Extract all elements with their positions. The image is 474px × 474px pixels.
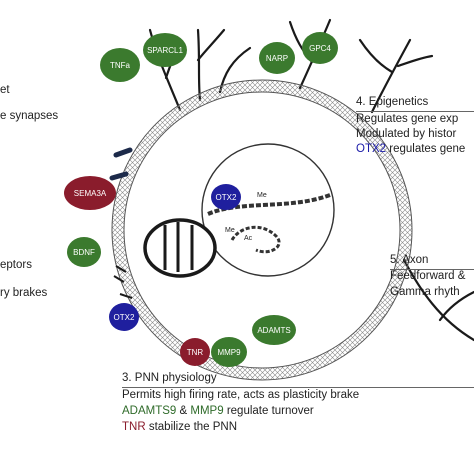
pnn-line-3: TNR stabilize the PNN (122, 421, 238, 433)
svg-text:OTX2: OTX2 (216, 193, 237, 202)
receptors (109, 147, 133, 181)
epigenetics-heading: 4. Epigenetics (356, 94, 474, 112)
svg-text:TNR: TNR (187, 348, 204, 357)
axon-heading: 5. Axon (390, 252, 474, 270)
epigenetics-line-1: Regulates gene exp (356, 113, 459, 125)
adamts-badge: ADAMTS (252, 315, 296, 345)
pnn-heading: 3. PNN physiology (122, 370, 474, 388)
narp-badge: NARP (259, 42, 295, 74)
mmp9-badge: MMP9 (211, 337, 247, 367)
otx2-gene-label: OTX2 (356, 143, 387, 155)
adamts9-label: ADAMTS9 (122, 405, 177, 417)
sema3a-badge: SEMA3A (64, 176, 116, 210)
tnr-badge: TNR (180, 338, 210, 366)
svg-text:ADAMTS: ADAMTS (257, 326, 290, 335)
methyl-mark-top: Me (257, 192, 267, 199)
svg-text:SEMA3A: SEMA3A (74, 189, 107, 198)
tnfa-badge: TNFa (100, 48, 140, 82)
gpc4-badge: GPC4 (302, 32, 338, 64)
left-text-2: e synapses (0, 110, 59, 122)
left-text-3: eptors (0, 259, 32, 271)
synaptic-terminals (113, 265, 133, 299)
left-text-1: et (0, 84, 10, 96)
pnn-line-2: ADAMTS9 & MMP9 regulate turnover (122, 405, 314, 417)
axon-line-1: Feedforward & (390, 270, 466, 282)
svg-text:BDNF: BDNF (73, 248, 95, 257)
acetyl-mark: Ac (244, 235, 253, 242)
otx2-nucleus-badge: OTX2 (211, 184, 241, 210)
svg-text:GPC4: GPC4 (309, 44, 331, 53)
left-text-4: ry brakes (0, 287, 48, 299)
svg-text:NARP: NARP (266, 54, 288, 63)
nucleus (201, 143, 335, 277)
svg-text:SPARCL1: SPARCL1 (147, 46, 183, 55)
axon-line-2: Gamma rhyth (390, 286, 460, 298)
svg-text:OTX2: OTX2 (114, 313, 135, 322)
mmp9-label: MMP9 (190, 405, 224, 417)
pnn-line-1: Permits high firing rate, acts as plasti… (122, 389, 360, 401)
sparcl1-badge: SPARCL1 (143, 33, 187, 67)
epigenetics-line-2: Modulated by histor (356, 128, 457, 140)
mitochondrion (143, 218, 217, 278)
bdnf-badge: BDNF (67, 237, 101, 267)
svg-text:MMP9: MMP9 (217, 348, 241, 357)
epigenetics-line-3: OTX2 regulates gene (356, 143, 466, 155)
svg-text:TNFa: TNFa (110, 61, 131, 70)
otx2-outer-badge: OTX2 (109, 303, 139, 331)
tnr-label: TNR (122, 421, 146, 433)
methyl-mark-bottom: Me (225, 227, 235, 234)
